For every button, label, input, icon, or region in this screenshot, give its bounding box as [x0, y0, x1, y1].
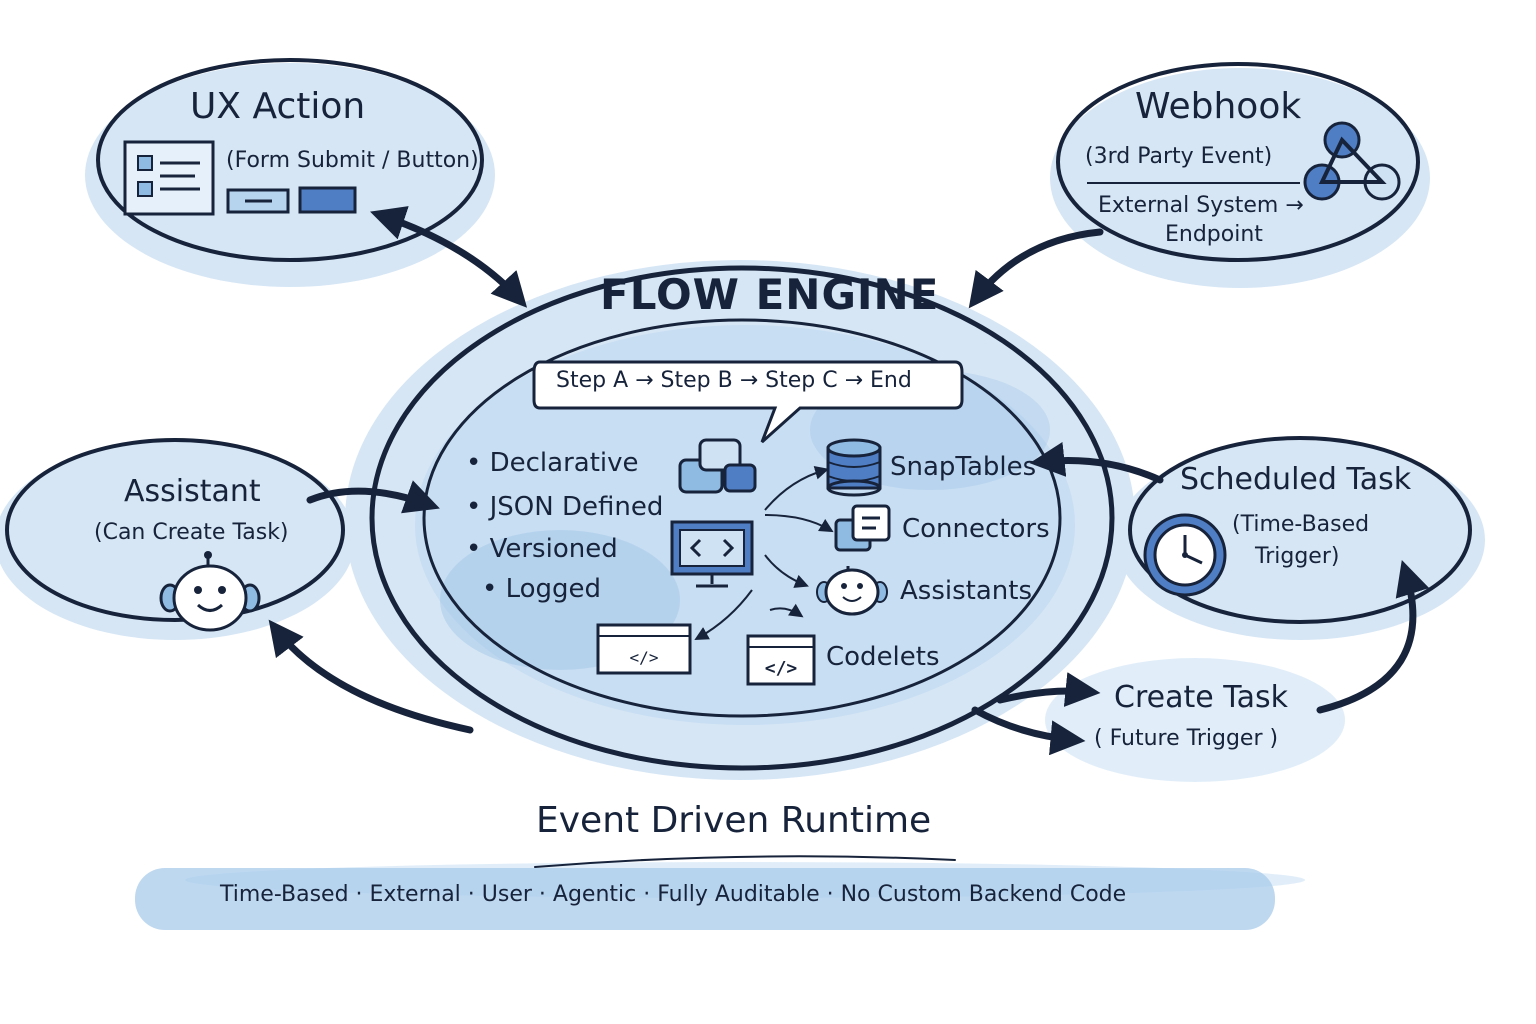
component-assistants: Assistants [900, 576, 1032, 606]
scheduled-task-title: Scheduled Task [1180, 462, 1412, 497]
scheduled-task-subtitle-line1: (Time-Based [1232, 512, 1370, 537]
arrow-ux-engine [370, 206, 528, 308]
component-snaptables: SnapTables [890, 452, 1037, 482]
webhook-detail-line2: Endpoint [1165, 222, 1263, 247]
ux-action-title: UX Action [190, 86, 366, 127]
arrow-createtask-scheduled [1316, 559, 1430, 714]
monitor-code-icon [670, 520, 754, 588]
arrow-assistant-engine [306, 480, 440, 514]
code-window-icon: </> [746, 634, 816, 686]
flow-engine-title: FLOW ENGINE [600, 270, 940, 319]
webhook-detail-line1: External System → [1098, 193, 1304, 218]
webhook-icon [1303, 121, 1401, 201]
arrow-scheduled-snaptables [1029, 441, 1164, 484]
arrow-engine-assistant [268, 619, 474, 734]
chat-bubbles-icon [678, 438, 757, 494]
svg-text:</>: </> [765, 658, 798, 679]
robot-small-icon [816, 566, 888, 616]
arrow-engine-createtask-bottom [971, 706, 1086, 756]
flow-arrows [268, 206, 1430, 756]
assistant-subtitle: (Can Create Task) [94, 520, 289, 545]
scheduled-task-subtitle-line2: Trigger) [1255, 544, 1340, 569]
svg-text:</>: </> [630, 648, 659, 667]
arrow-engine-createtask-top [996, 672, 1101, 707]
webhook-subtitle: (3rd Party Event) [1085, 144, 1273, 169]
runtime-features: Time-Based · External · User · Agentic ·… [220, 882, 1127, 907]
internal-arrows [694, 465, 834, 641]
button-icon [226, 186, 357, 214]
database-icon [826, 438, 882, 497]
create-task-title: Create Task [1114, 680, 1288, 715]
feature-versioned: • Versioned [466, 534, 618, 564]
connector-icon [834, 504, 891, 552]
runtime-title: Event Driven Runtime [536, 800, 932, 841]
assistant-title: Assistant [124, 474, 261, 509]
arrow-webhook-engine [968, 228, 1104, 309]
code-window-icon: </> [596, 623, 692, 675]
steps-bubble [532, 360, 964, 444]
webhook-title: Webhook [1135, 86, 1302, 127]
feature-json-defined: • JSON Defined [466, 492, 664, 522]
steps-text: Step A → Step B → Step C → End [556, 368, 912, 393]
component-codelets: Codelets [826, 642, 940, 672]
feature-declarative: • Declarative [466, 448, 639, 478]
checklist-form-icon [123, 140, 215, 216]
clock-icon [1143, 513, 1227, 597]
create-task-subtitle: ( Future Trigger ) [1094, 726, 1279, 751]
robot-icon [159, 551, 261, 632]
feature-logged: • Logged [482, 574, 602, 604]
ux-action-subtitle: (Form Submit / Button) [226, 148, 479, 173]
node-outlines [5, 58, 1472, 868]
component-connectors: Connectors [902, 514, 1050, 544]
